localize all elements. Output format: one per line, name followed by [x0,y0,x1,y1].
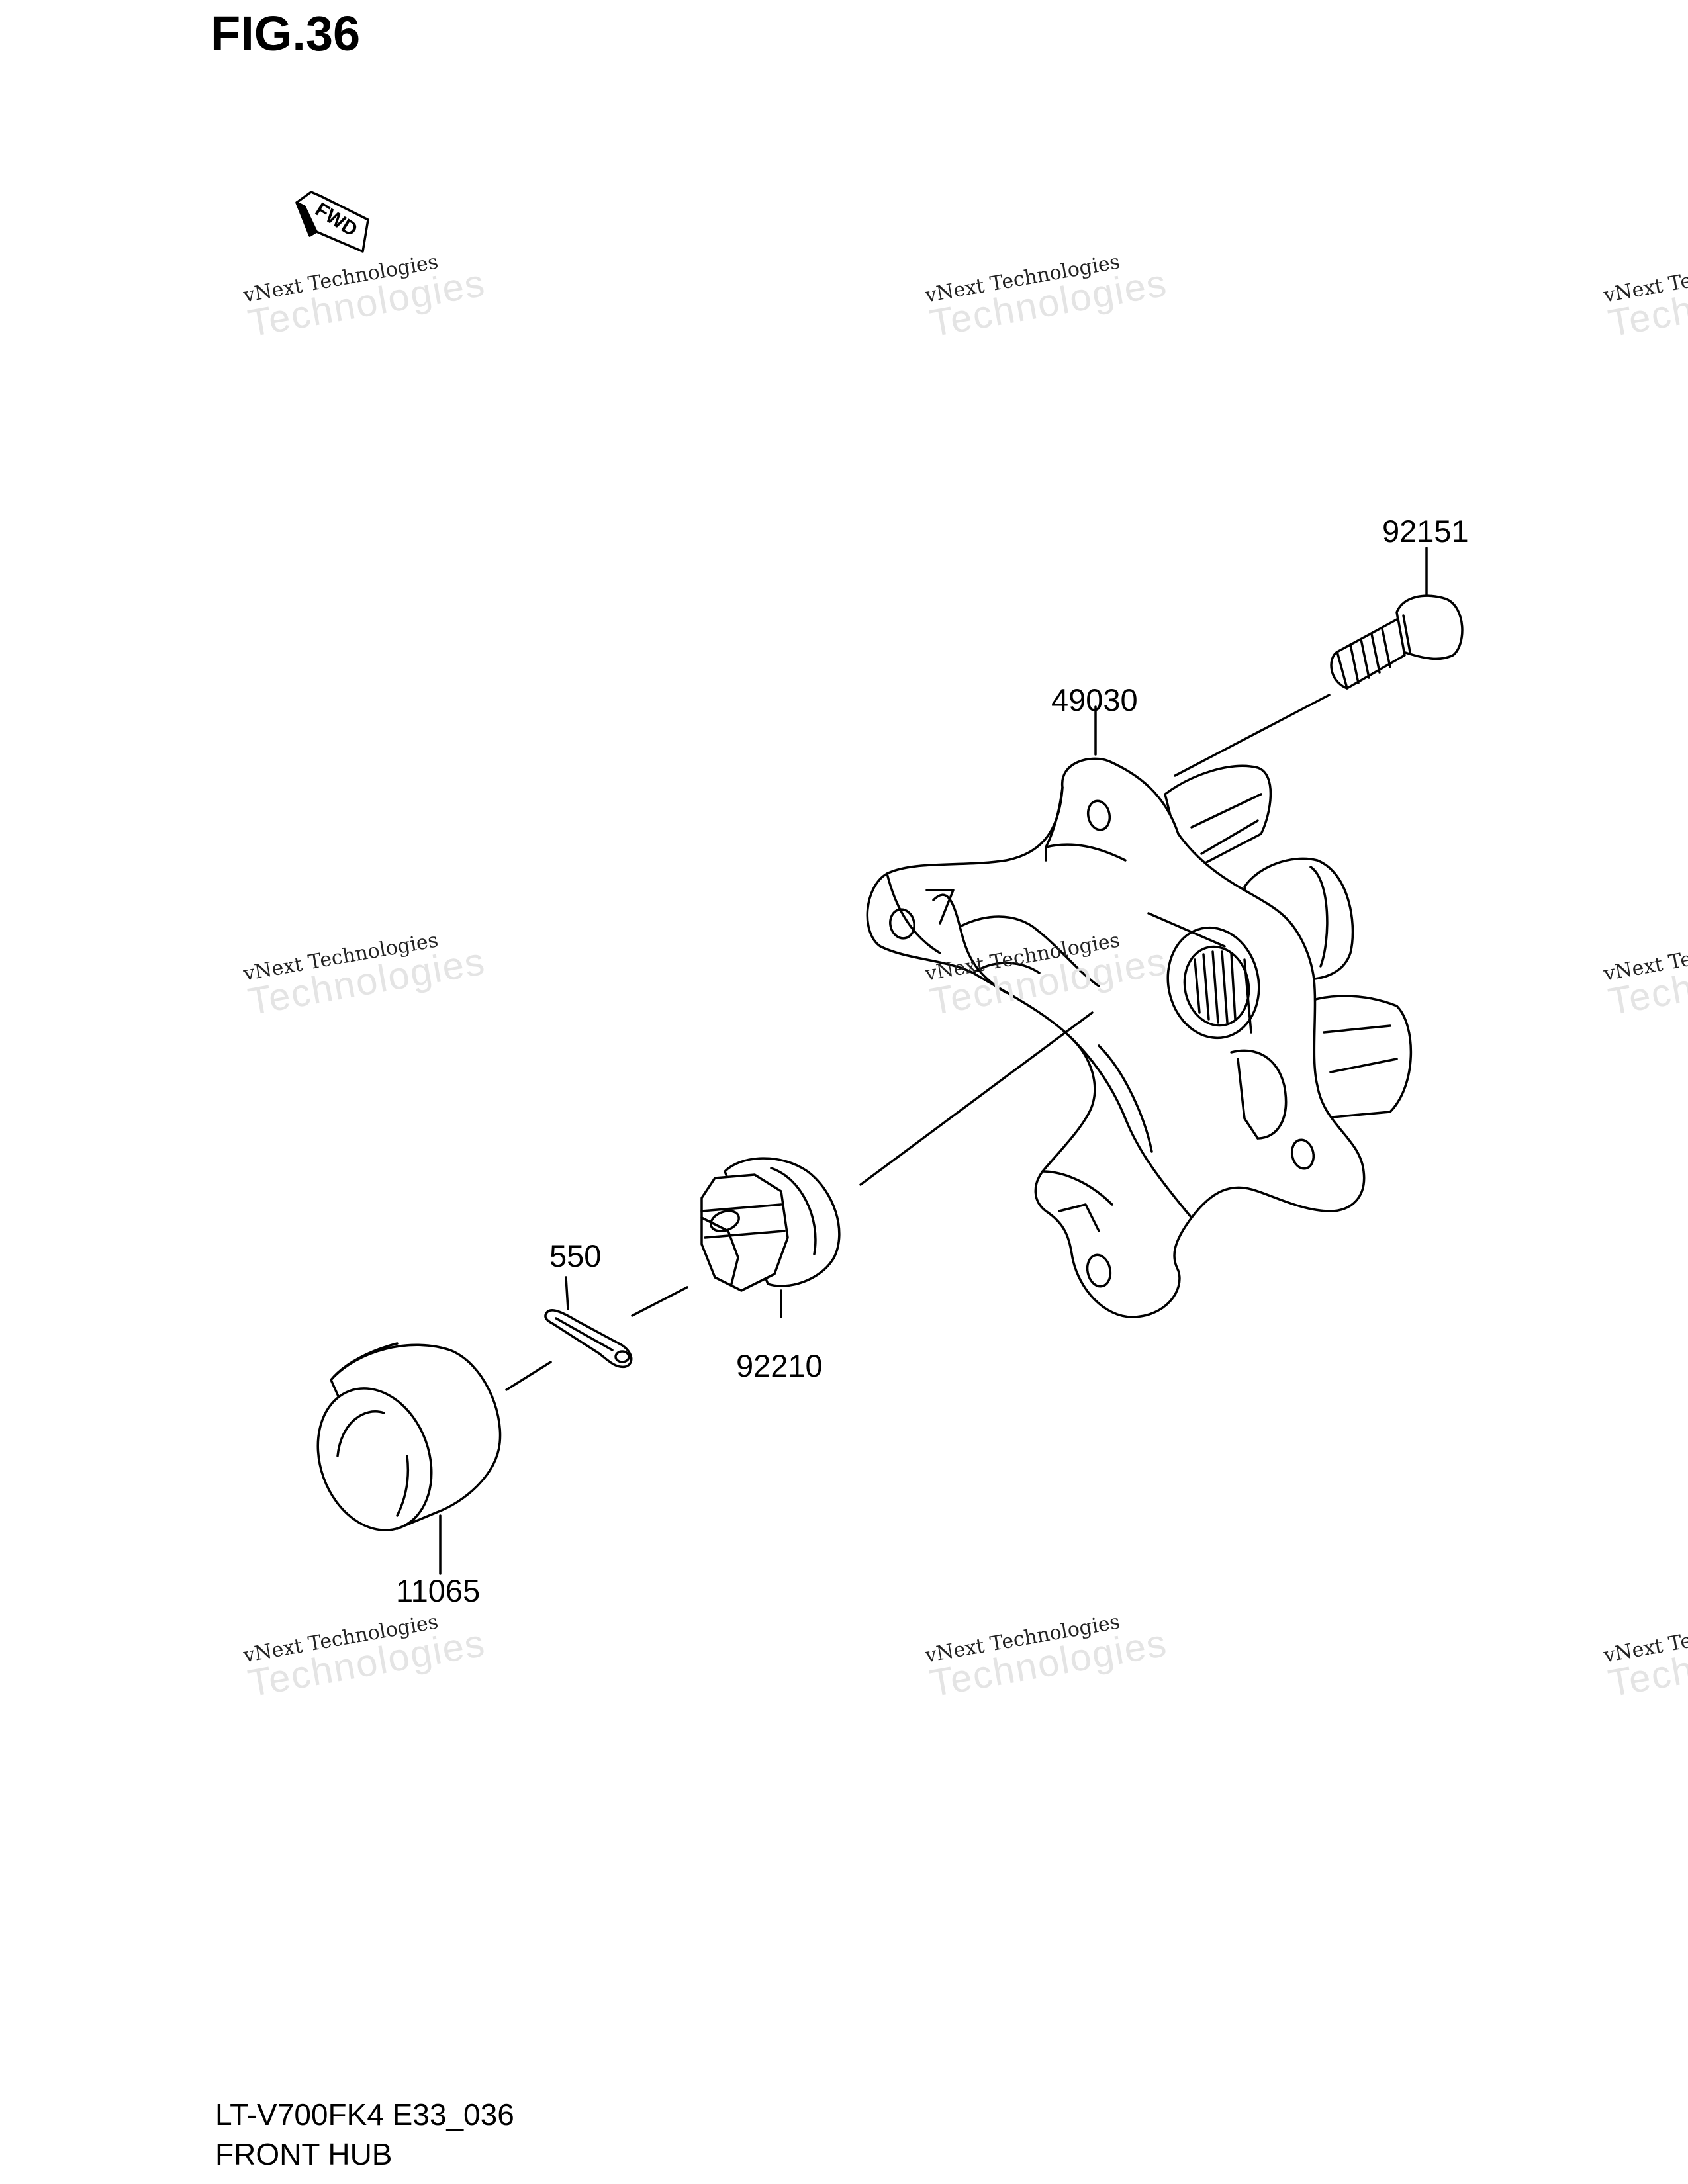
callout-92151: 92151 [1382,514,1469,549]
section-name: FRONT HUB [215,2137,393,2171]
front-hub-49030 [866,705,1413,1318]
hub-cap-11065 [316,1342,502,1575]
callout-49030: 49030 [1051,682,1138,717]
model-code: LT-V700FK4 E33_036 [215,2097,514,2132]
callout-550: 550 [549,1238,602,1273]
fwd-arrow-icon: FWD [295,191,369,253]
callout-92210: 92210 [736,1348,823,1383]
castle-nut-92210 [700,1157,841,1318]
wheel-stud-92151 [1330,547,1464,690]
callout-11065: 11065 [396,1573,481,1608]
figure-title: FIG.36 [211,6,361,61]
cotter-pin-550 [544,1276,633,1369]
